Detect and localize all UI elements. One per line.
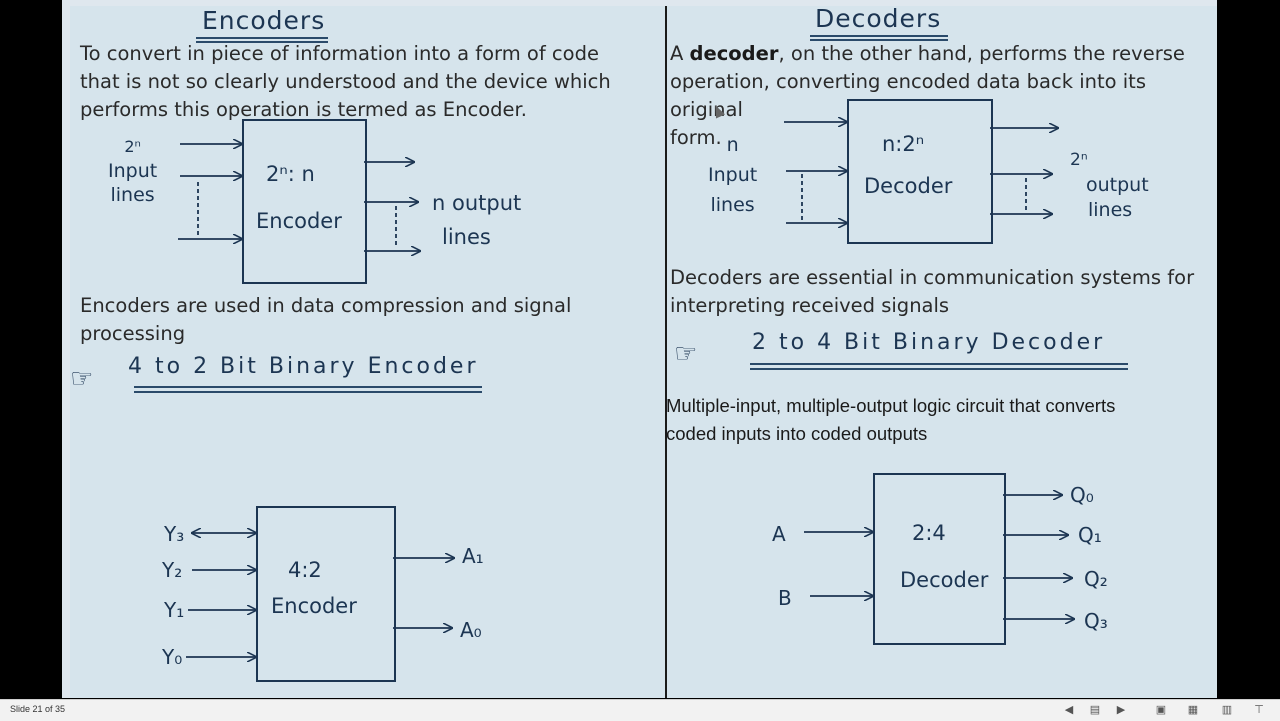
slide-menu-icon[interactable]: ▤ <box>1089 704 1101 716</box>
decoder-2to4-ratio: 2:4 <box>912 521 946 545</box>
input-y3: Y₃ <box>164 522 185 546</box>
encoder-usage: Encoders are used in data compression an… <box>80 294 572 345</box>
encoder-4to2-ratio: 4:2 <box>288 558 322 582</box>
decoder-definition: A decoder, on the other hand, performs t… <box>670 42 1185 149</box>
column-divider <box>665 6 667 698</box>
previous-slide-icon[interactable]: ◀ <box>1064 704 1074 716</box>
decoder-heading-underline <box>750 363 1128 365</box>
decoder-2to4-block <box>873 473 1006 645</box>
output-q3: Q₃ <box>1084 609 1108 633</box>
decoder-usage: Decoders are essential in communication … <box>670 266 1195 317</box>
input-y0: Y₀ <box>162 645 183 669</box>
diagram-wires <box>178 6 1217 698</box>
decoder-heading-underline2 <box>750 368 1128 370</box>
decoders-title-underline <box>810 35 948 37</box>
input-a: A <box>772 522 786 546</box>
decoder-description: Multiple-input, multiple-output logic ci… <box>666 395 1116 444</box>
encoders-title-underline2 <box>196 41 328 43</box>
encoder-outputs-label: n output lines <box>432 191 522 249</box>
input-y2: Y₂ <box>162 558 183 582</box>
encoder-4to2-heading: 4 to 2 Bit Binary Encoder <box>128 354 479 379</box>
input-b: B <box>778 586 792 610</box>
encoder-inputs-label: 2ⁿ Input lines <box>108 137 158 207</box>
decoders-title: Decoders <box>815 4 942 33</box>
presentation-status-bar: Slide 21 of 35 ◀ ▤ ▶ ▣ ▦ ▥ ⊤ <box>0 699 1280 721</box>
decoder-2to4-heading: 2 to 4 Bit Binary Decoder <box>752 330 1106 355</box>
pointing-hand-icon: ☞ <box>70 364 94 394</box>
decoder-block <box>847 99 993 244</box>
slide-counter: Slide 21 of 35 <box>10 704 66 714</box>
encoders-title-underline <box>196 37 328 39</box>
slide-sorter-icon[interactable]: ▦ <box>1187 704 1199 716</box>
encoder-heading-underline <box>134 386 482 388</box>
slideshow-icon[interactable]: ⊤ <box>1254 704 1264 716</box>
reading-view-icon[interactable]: ▥ <box>1221 704 1233 716</box>
decoder-block-ratio: n:2ⁿ <box>882 132 925 156</box>
encoder-4to2-block <box>256 506 396 682</box>
decoder-block-name: Decoder <box>864 174 953 198</box>
pointing-hand-icon: ☞ <box>674 339 698 369</box>
encoder-block-name: Encoder <box>256 209 342 233</box>
slide-content: Encoders To convert in piece of informat… <box>70 4 1217 698</box>
output-a0: A₀ <box>460 618 482 642</box>
encoders-title: Encoders <box>202 6 326 35</box>
encoder-4to2-name: Encoder <box>271 594 357 618</box>
encoder-block-ratio: 2ⁿ: n <box>266 162 315 186</box>
output-q1: Q₁ <box>1078 523 1102 547</box>
output-q2: Q₂ <box>1084 567 1108 591</box>
next-slide-icon[interactable]: ▶ <box>1116 704 1126 716</box>
decoders-title-underline2 <box>810 39 948 41</box>
decoder-2to4-name: Decoder <box>900 568 989 592</box>
normal-view-icon[interactable]: ▣ <box>1155 704 1167 716</box>
encoder-definition: To convert in piece of information into … <box>80 42 611 121</box>
decoder-outputs-label: 2ⁿ output lines <box>1070 150 1149 221</box>
slide: Encoders To convert in piece of informat… <box>62 0 1217 698</box>
output-a1: A₁ <box>462 544 484 568</box>
output-q0: Q₀ <box>1070 483 1094 507</box>
encoder-heading-underline2 <box>134 391 482 393</box>
decoder-inputs-label: n Input lines <box>708 134 758 216</box>
input-y1: Y₁ <box>164 598 185 622</box>
